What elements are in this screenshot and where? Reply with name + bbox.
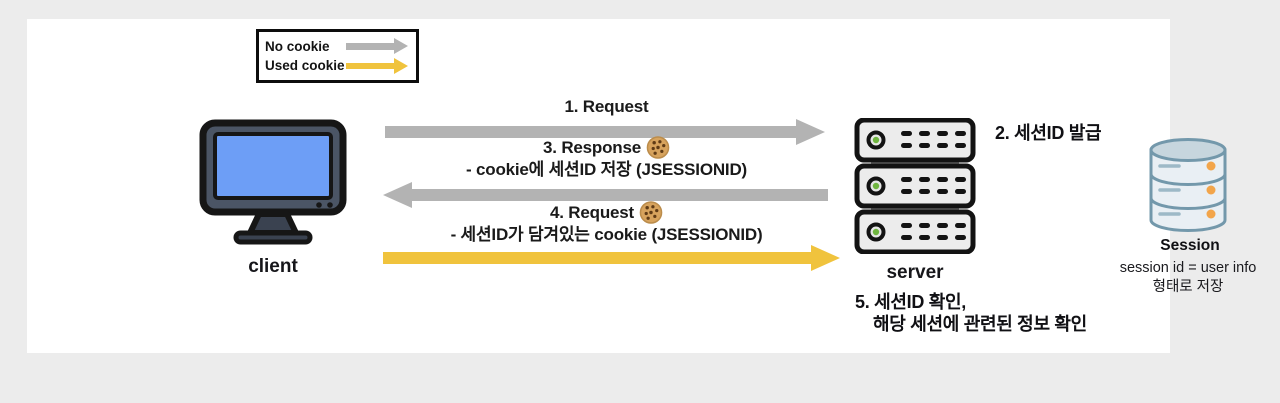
monitor-screen (213, 132, 333, 200)
legend-label-used-cookie: Used cookie (265, 58, 345, 74)
diagram-panel: No cookie Used cookie client 1. Request (27, 19, 1170, 353)
monitor-icon (199, 119, 347, 245)
flow4-sublabel: - 세션ID가 담겨있는 cookie (JSESSIONID) (450, 225, 763, 244)
legend: No cookie Used cookie (256, 29, 419, 83)
step5-line1: 5. 세션ID 확인, (855, 292, 966, 312)
legend-label-no-cookie: No cookie (265, 38, 330, 54)
flow1-arrow (385, 119, 825, 145)
flow3-arrow (383, 182, 828, 208)
flow4-arrow (383, 245, 840, 271)
server-unit (854, 209, 976, 254)
step2-annotation: 2. 세션ID 발급 (995, 123, 1102, 143)
server-label: server (886, 262, 944, 283)
flow3-sublabel: - cookie에 세션ID 저장 (JSESSIONID) (466, 160, 747, 179)
client-label: client (248, 256, 298, 277)
database-icon (1149, 138, 1227, 232)
step5-annotation: 5. 세션ID 확인, 해당 세션에 관련된 정보 확인 (855, 291, 1155, 335)
session-store-desc: session id = user info 형태로 저장 (1096, 259, 1280, 297)
server-unit (854, 118, 976, 163)
server-unit (854, 163, 976, 209)
used-cookie-arrow-icon (346, 57, 408, 74)
server-stack-icon (854, 118, 976, 254)
flow3-label: 3. Response (543, 138, 641, 157)
step5-line2: 해당 세션에 관련된 정보 확인 (873, 314, 1087, 334)
flow1-label-block: 1. Request (385, 96, 828, 117)
session-desc-line2: 형태로 저장 (1152, 279, 1224, 295)
flow1-label: 1. Request (564, 97, 649, 116)
flow4-label-block: 4. Request - 세션ID가 담겨있는 cookie (JSESSION… (385, 201, 828, 246)
flow3-label-block: 3. Response - cookie에 세션ID 저장 (JSESSIONI… (385, 136, 828, 181)
cookie-icon (646, 136, 670, 159)
flow4-label: 4. Request (550, 203, 634, 222)
session-store-title: Session (1160, 237, 1220, 254)
session-desc-line1: session id = user info (1119, 260, 1257, 276)
legend-row-used-cookie: Used cookie (265, 57, 408, 74)
legend-row-no-cookie: No cookie (265, 38, 408, 55)
cookie-icon (639, 201, 663, 224)
no-cookie-arrow-icon (346, 38, 408, 55)
